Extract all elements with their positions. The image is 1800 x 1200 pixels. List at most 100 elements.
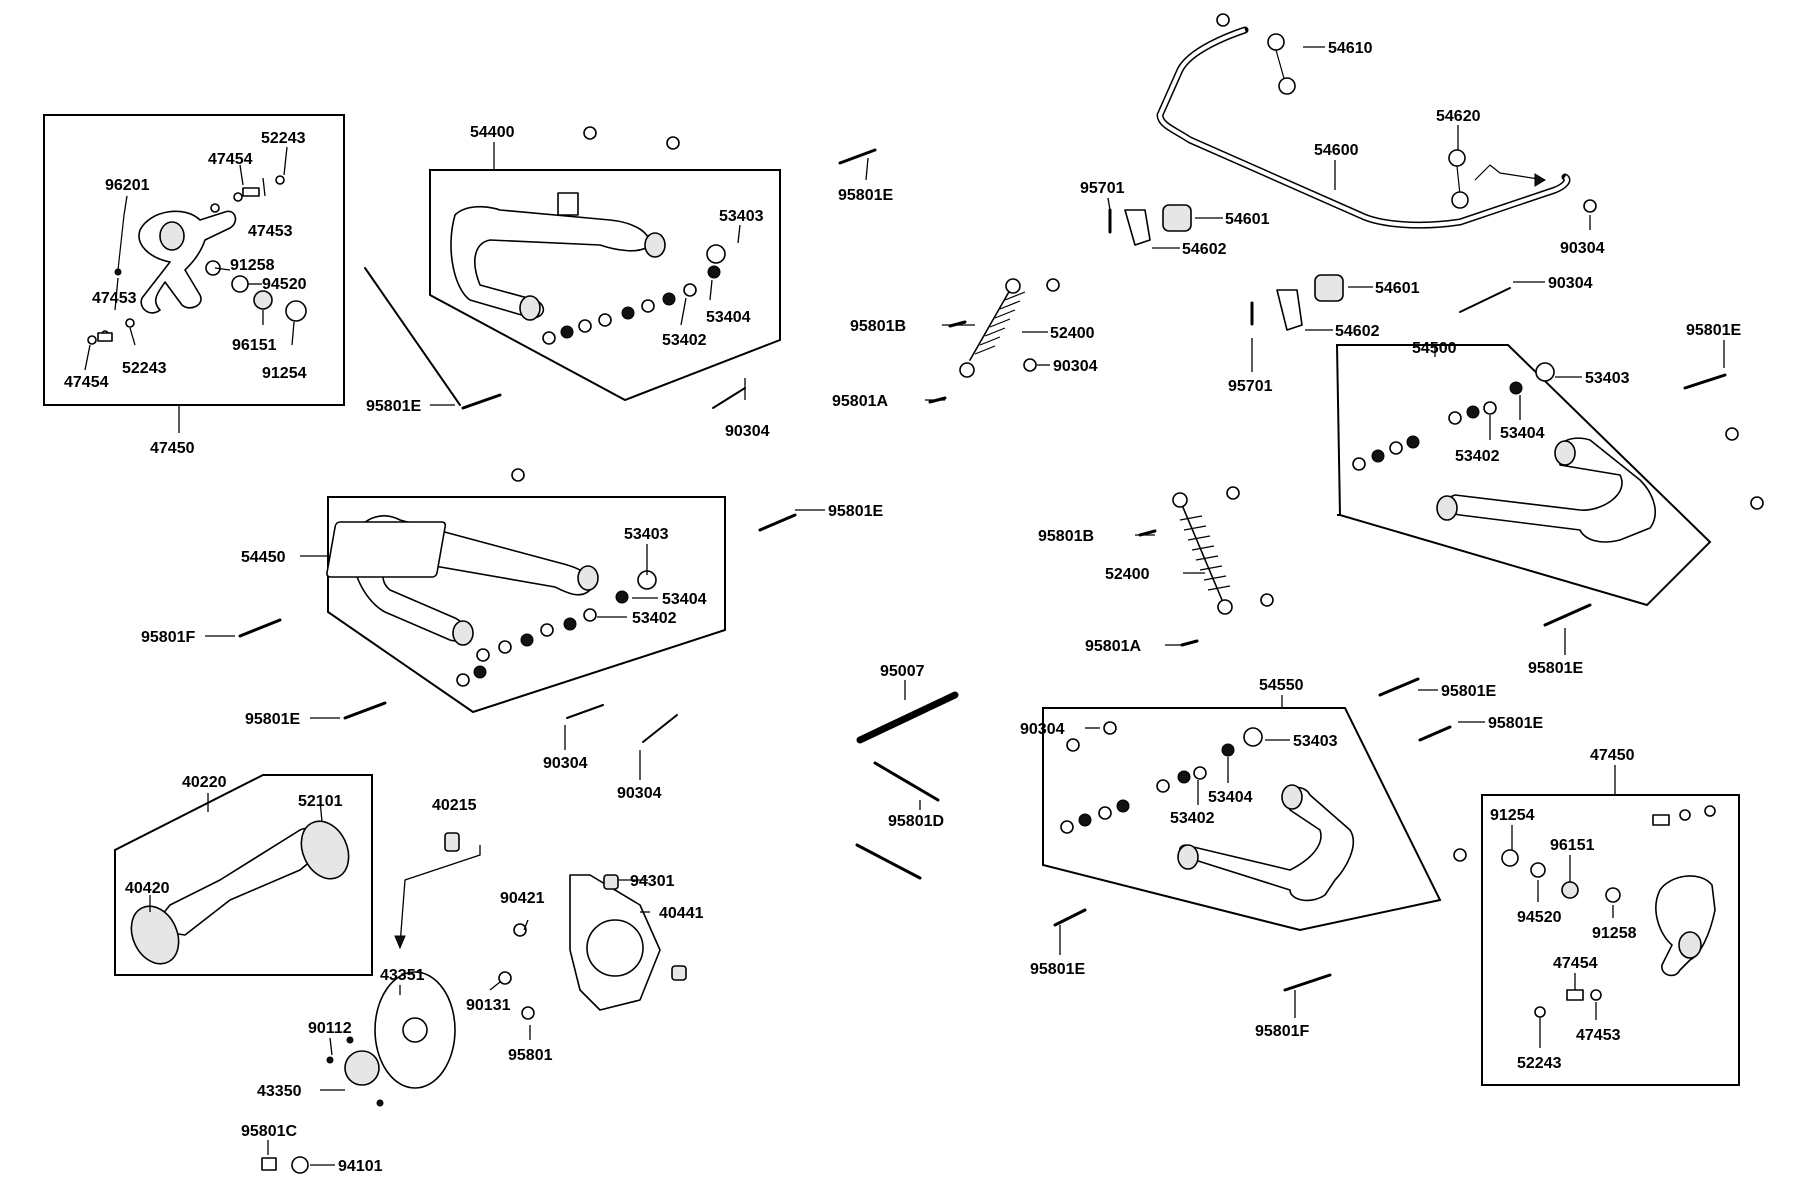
bolt-90112-c xyxy=(346,1036,354,1044)
shock-bottom-spring xyxy=(1179,515,1231,591)
label-53404-d: 53404 xyxy=(1208,789,1253,806)
label-94520-b: 94520 xyxy=(1517,909,1562,926)
clamp-54602-b xyxy=(1276,289,1303,331)
nut-d xyxy=(1216,13,1230,27)
washer-a5 xyxy=(578,319,592,333)
nut-b xyxy=(666,136,680,150)
label-43350: 43350 xyxy=(257,1083,302,1100)
label-53404-c: 53404 xyxy=(662,591,707,608)
boot-52101 xyxy=(300,820,350,880)
label-54600: 54600 xyxy=(1314,142,1359,159)
shock-52400-top xyxy=(959,278,1026,378)
label-95801E-g: 95801E xyxy=(1441,683,1496,700)
knuckle-right-bore xyxy=(1678,931,1702,959)
label-90304-d: 90304 xyxy=(1053,358,1098,375)
label-52243-a: 52243 xyxy=(261,130,306,147)
arrow-40215 xyxy=(399,845,481,946)
a-arm-54550-bushing-rear xyxy=(1281,784,1303,810)
seal-right-b xyxy=(1704,805,1716,817)
bushing-53403-b xyxy=(1535,362,1555,382)
label-95801E-e: 95801E xyxy=(828,503,883,520)
label-91258-a: 91258 xyxy=(230,257,275,274)
bolt-95801E-g xyxy=(1378,677,1420,697)
label-95801: 95801 xyxy=(508,1047,553,1064)
nut-a xyxy=(583,126,597,140)
label-53402-a: 53402 xyxy=(662,332,707,349)
label-47450-left: 47450 xyxy=(150,440,195,457)
knuckle-left-bore xyxy=(159,221,185,251)
washer-b4 xyxy=(1389,441,1403,455)
link-54620-top xyxy=(1448,149,1466,167)
shaft-95007 xyxy=(856,691,959,744)
knuckle-left-group xyxy=(87,175,307,345)
washer-53404-b xyxy=(1509,381,1523,395)
ring-94520-left xyxy=(231,275,249,293)
hub-brake-group xyxy=(261,832,687,1174)
a-arm-54450-plate xyxy=(326,521,447,578)
pin-94301-b xyxy=(671,965,687,981)
ring-94520-right xyxy=(1530,862,1546,878)
part-labels: 47450 96201 47454 52243 47453 91258 9452… xyxy=(64,40,1741,1175)
label-90131: 90131 xyxy=(466,997,511,1014)
label-47453-a: 47453 xyxy=(248,223,293,240)
a-arm-54400-bracket xyxy=(557,192,579,216)
a-arm-54500-body xyxy=(1443,437,1656,543)
stabilizer-bar-line xyxy=(1156,26,1571,229)
shock-top-spring xyxy=(974,291,1026,355)
washer-53402-a xyxy=(683,283,697,297)
washer-a4 xyxy=(598,313,612,327)
bolt-95801E-f xyxy=(343,701,387,720)
washer-91258-left xyxy=(205,260,221,276)
label-53402-c: 53402 xyxy=(632,610,677,627)
stabilizer-bar-inner xyxy=(1157,28,1569,228)
label-95801E-b: 95801E xyxy=(366,398,421,415)
bushing-96151-right xyxy=(1561,881,1579,899)
seal-47454-b xyxy=(87,335,97,345)
boot-40420 xyxy=(130,905,180,965)
label-90304-f: 90304 xyxy=(617,785,662,802)
washer-a3 xyxy=(621,306,635,320)
label-54602-a: 54602 xyxy=(1182,241,1227,258)
washer-c2 xyxy=(540,623,554,637)
washer-c5 xyxy=(476,648,490,662)
washer-a1 xyxy=(662,292,676,306)
washer-c1 xyxy=(563,617,577,631)
label-52101: 52101 xyxy=(298,793,343,810)
washer-b1 xyxy=(1466,405,1480,419)
a-arm-54500-bushing-rear xyxy=(1554,440,1576,466)
bushing-53403-a xyxy=(706,244,726,264)
washer-a6 xyxy=(560,325,574,339)
label-91254-b: 91254 xyxy=(1490,807,1535,824)
box-40220 xyxy=(114,774,373,976)
bushing-96151-left xyxy=(253,290,273,310)
bolt-90304-e xyxy=(566,704,604,719)
washer-91254-left xyxy=(285,300,307,322)
bar-bushings xyxy=(1124,204,1344,331)
axle-40220 xyxy=(130,820,350,965)
label-95801E-h: 95801E xyxy=(1488,715,1543,732)
washer-53404-d xyxy=(1221,743,1235,757)
label-95801E-a: 95801E xyxy=(838,187,893,204)
shock-bottom-rod xyxy=(1181,504,1223,601)
pin-96201-head xyxy=(114,268,122,276)
label-95801D: 95801D xyxy=(888,813,944,830)
sleeve-47454-c xyxy=(1566,989,1584,1001)
a-arm-54400-bushing-rear xyxy=(644,232,666,258)
box-54500 xyxy=(1335,344,1712,607)
link-54620-rod xyxy=(1456,165,1461,196)
label-95801A-b: 95801A xyxy=(1085,638,1141,655)
shock-b-bottom-eye xyxy=(1217,599,1233,615)
leader-lines xyxy=(84,46,1725,1166)
label-95801F-b: 95801F xyxy=(1255,1023,1309,1040)
label-47454-b: 47454 xyxy=(64,374,109,391)
a-arm-54550-bushing-front xyxy=(1177,844,1199,870)
washer-d6 xyxy=(1060,820,1074,834)
washer-53404-c xyxy=(615,590,629,604)
bushing-54601-b xyxy=(1314,274,1344,302)
link-54610-top xyxy=(1267,33,1285,51)
hub-43350 xyxy=(344,1050,380,1086)
washer-90421 xyxy=(513,923,527,937)
arrowhead-40215 xyxy=(394,935,406,950)
label-90421: 90421 xyxy=(500,890,545,907)
shock-52400-bottom xyxy=(1172,492,1233,615)
